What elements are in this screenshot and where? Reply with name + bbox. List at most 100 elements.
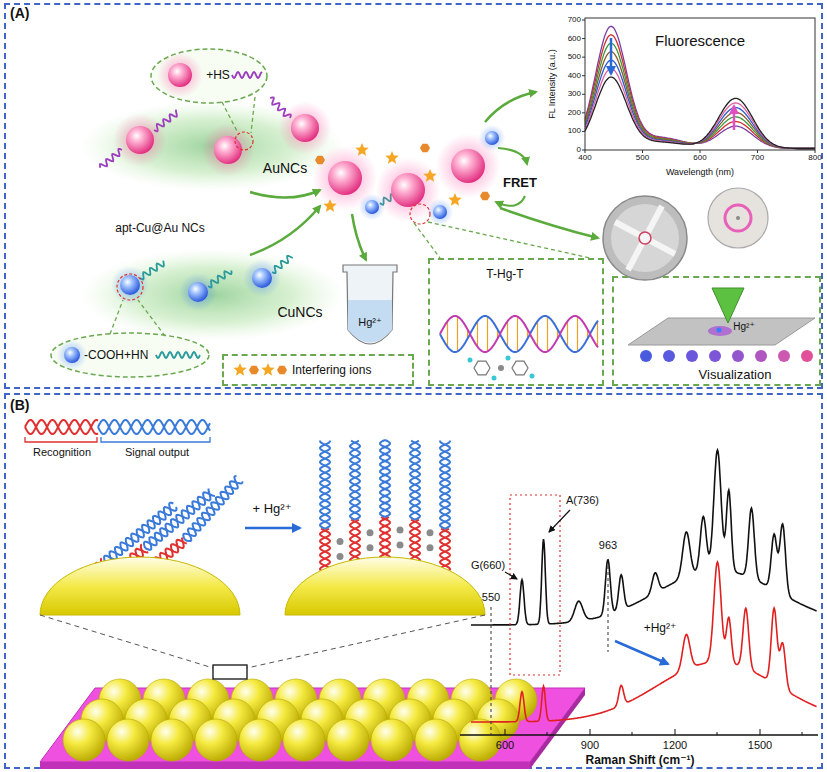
gold-sphere: [275, 679, 317, 721]
spectrum-curve: [585, 69, 815, 149]
ion-star: [423, 169, 436, 182]
axis-tick: [582, 38, 585, 39]
annotation-label: apt-Cu@Au NCs: [115, 222, 205, 234]
gold-sphere: [107, 719, 149, 761]
annotation-label: 400: [568, 72, 581, 80]
circle-part: [639, 232, 651, 244]
dna-strand: [109, 544, 143, 578]
ion-hexagon: [480, 192, 490, 201]
base-pair: [477, 321, 478, 346]
g-part: [25, 20, 817, 769]
node-outline: [80, 248, 345, 342]
dna-strand: [149, 538, 184, 569]
hg-ion: [427, 544, 434, 551]
gold-sphere: [195, 719, 237, 761]
base-pair: [497, 329, 498, 338]
path-part: [498, 148, 527, 164]
nanocluster-ball: [188, 282, 208, 302]
gold-sphere: [125, 699, 167, 741]
gold-sphere: [213, 699, 255, 741]
zoom-ellipse: +HS: [150, 48, 268, 104]
circle-part: [603, 196, 687, 280]
line-part: [222, 102, 238, 133]
strand-line: [100, 149, 122, 168]
raman-spectrum: [471, 450, 817, 625]
base-pair: [487, 317, 488, 352]
line-part: [460, 734, 818, 735]
gold-sphere: [327, 719, 369, 761]
path-part: [101, 437, 210, 442]
ion-star: [385, 151, 398, 164]
ion-star: [261, 363, 274, 376]
node-shape: [51, 333, 209, 377]
gold-sphere: [143, 679, 185, 721]
strand-line: [380, 194, 398, 205]
hg-ion: [397, 527, 404, 534]
line-part: [615, 641, 668, 664]
node-shape: [151, 49, 267, 103]
axis-tick: [585, 150, 586, 153]
dna-strand: [440, 529, 450, 573]
base-pair: [587, 329, 588, 338]
annotation-label: 300: [568, 90, 581, 98]
line-part: [428, 222, 590, 258]
node-label: (A): [10, 6, 29, 20]
dna-strand: [350, 441, 360, 520]
annotation-label: + Hg²⁺: [252, 502, 291, 515]
node-label: Interfering ions: [292, 364, 371, 376]
spectrum-curve: [585, 26, 815, 148]
gold-sphere: [495, 679, 537, 721]
base-pair: [577, 317, 578, 352]
dna-strand: [25, 420, 98, 434]
substrate-side: [40, 762, 530, 769]
hg-ion: [367, 544, 374, 551]
nanocluster-ball: [252, 268, 272, 288]
path-part: [285, 557, 485, 615]
node-label: +HS: [206, 69, 230, 81]
annotation-label: 500: [568, 53, 581, 61]
ion-hexagon: [377, 280, 387, 289]
gold-sphere: [231, 679, 273, 721]
line-part: [760, 729, 761, 735]
color-dot: [663, 350, 675, 362]
gold-sphere: [283, 719, 325, 761]
nanocluster-glow: [313, 146, 378, 211]
dna-strand: [440, 441, 450, 529]
base-pair: [527, 329, 528, 338]
path-part: [485, 92, 536, 122]
path-part: [712, 288, 744, 323]
gold-sphere: [345, 699, 387, 741]
dashed-box: Interfering ions: [222, 354, 414, 386]
spectrum-curve: [585, 77, 815, 148]
annotation-label: Raman Shift (cm⁻¹): [585, 754, 694, 766]
path-part: [250, 206, 320, 255]
node-outline: [80, 100, 345, 192]
nanocluster-glow: [201, 123, 254, 176]
substrate-side: [530, 688, 585, 769]
line-part: [615, 222, 675, 254]
color-dot: [778, 350, 790, 362]
nanocluster-ball: [168, 63, 192, 87]
line-part: [40, 615, 213, 668]
path-part: [250, 190, 320, 198]
base-pair: [547, 317, 548, 352]
strand-line: [154, 110, 177, 132]
annotation-label: Wavelength (nm): [666, 168, 734, 177]
nanocluster-glow: [359, 194, 386, 221]
gold-sphere: [319, 679, 361, 721]
line-part: [675, 729, 676, 735]
annotation-label: 1500: [748, 740, 772, 751]
atom-dot: [468, 358, 473, 363]
line-part: [491, 607, 492, 735]
node-label: CuNCs: [277, 305, 322, 319]
ion-hexagon: [315, 156, 325, 165]
hg-ion: [367, 529, 374, 536]
circle-part: [611, 204, 679, 272]
ion-star: [355, 281, 368, 294]
nanocluster-glow: [179, 273, 217, 311]
strand-line: [272, 256, 293, 273]
axis-tick: [582, 57, 585, 58]
